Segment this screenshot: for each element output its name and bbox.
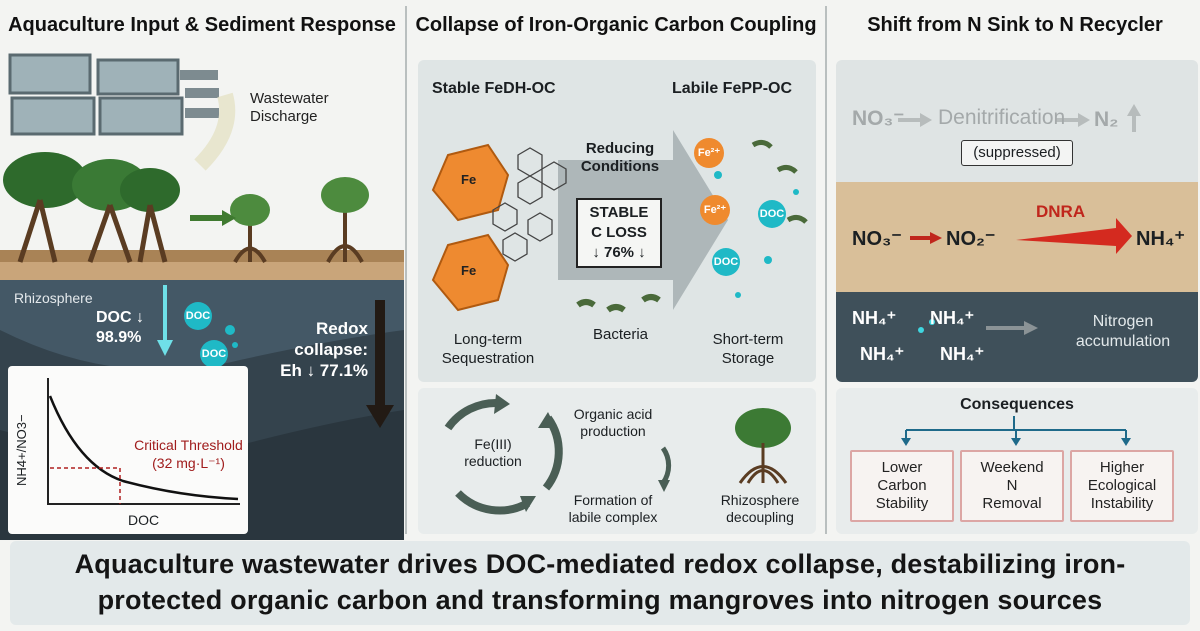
divider [405, 6, 407, 534]
coupling-box: Stable FeDH-OC Labile FePP-OC Fe Fe Redu… [418, 60, 816, 382]
nh4-ion: NH₄⁺ [930, 308, 975, 328]
chart-xlabel: DOC [128, 512, 160, 528]
stable-title: Stable FeDH-OC [432, 80, 556, 97]
fe-reduction-label: Fe(III)reduction [464, 436, 522, 469]
panel-iron-carbon: Collapse of Iron-Organic Carbon Coupling [410, 0, 822, 540]
rhizosphere-label: Rhizosphere [14, 290, 93, 306]
threshold-chart: NH4+/NO3− DOC Critical Threshold(32 mg·L… [8, 366, 248, 534]
dnra-arrow [1016, 218, 1132, 254]
panel-title: Aquaculture Input & Sediment Response [8, 14, 396, 36]
summary-footer: Aquaculture wastewater drives DOC-mediat… [10, 541, 1190, 625]
no3-label: NO₃⁻ [852, 228, 902, 250]
panel-nitrogen-shift: Shift from N Sink to N Recycler NO₃⁻ Den… [830, 0, 1200, 540]
summary-line: Aquaculture wastewater drives DOC-mediat… [74, 549, 1126, 579]
dnra-band [836, 182, 1198, 292]
chart-annotation: Critical Threshold(32 mg·L⁻¹) [134, 437, 243, 471]
consequences-title: Consequences [960, 396, 1074, 413]
n2-label: N₂ [1094, 108, 1119, 131]
fe2-ion: Fe²⁺ [700, 195, 730, 225]
doc-stat: DOC ↓98.9% [96, 309, 144, 346]
fe-label: Fe [461, 263, 477, 278]
chart-axes [47, 378, 240, 505]
nitrogen-box: NO₃⁻ Denitrification N₂ (suppressed) NO₃… [836, 60, 1198, 382]
dnra-label: DNRA [1036, 202, 1086, 221]
chart-ylabel: NH4+/NO3− [14, 414, 29, 486]
panel-title: Collapse of Iron-Organic Carbon Coupling [415, 14, 817, 36]
doc-particle: DOC [758, 200, 786, 228]
fe-label: Fe [461, 172, 477, 187]
no3-label: NO₃⁻ [852, 107, 905, 130]
fe-crystal [431, 233, 510, 312]
nh4-ion: NH₄⁺ [860, 344, 905, 364]
organic-molecule [492, 147, 567, 262]
fe-crystal [431, 143, 510, 222]
summary-line: protected organic carbon and transformin… [97, 585, 1103, 615]
panel-title: Shift from N Sink to N Recycler [867, 14, 1163, 36]
no2-label: NO₂⁻ [946, 228, 996, 250]
bacteria-label: Bacteria [593, 326, 649, 343]
suppressed-label: (suppressed) [961, 140, 1073, 166]
fe2-ion: Fe²⁺ [694, 138, 724, 168]
denitrification-label: Denitrification [938, 106, 1066, 129]
doc-particle: DOC [184, 302, 212, 330]
doc-particle: DOC [712, 248, 740, 276]
doc-particle: DOC [200, 340, 228, 368]
nh4-ion: NH₄⁺ [940, 344, 985, 364]
nh4-label: NH₄⁺ [1136, 228, 1185, 250]
divider [825, 6, 827, 534]
nh4-ion: NH₄⁺ [852, 308, 897, 328]
labile-title: Labile FePP-OC [672, 80, 793, 97]
mangrove-trees [3, 152, 369, 264]
aquaculture-ponds [8, 53, 236, 171]
accumulation-band [836, 292, 1198, 382]
threshold-dashes [50, 467, 121, 504]
panel-sediment-response: Aquaculture Input & Sediment Response [0, 0, 404, 540]
chart-curve [48, 395, 239, 501]
